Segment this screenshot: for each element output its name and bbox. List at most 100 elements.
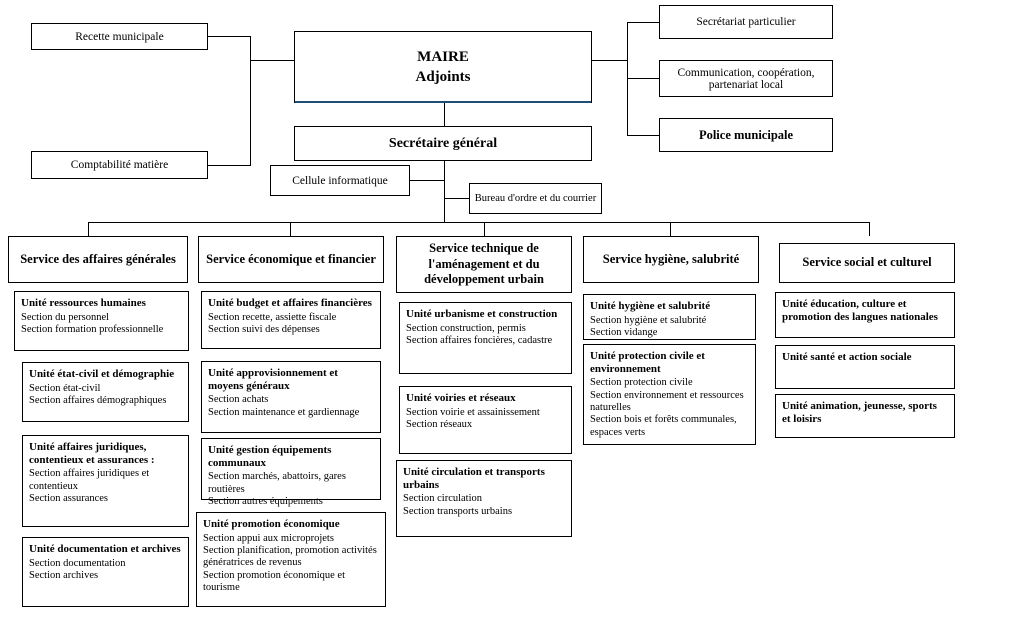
maire-label: MAIRE — [417, 48, 469, 65]
unit-title: Unité voiries et réseaux — [406, 392, 516, 404]
unit-section: Section archives — [29, 570, 99, 582]
unit-title: Unité urbanisme et construction — [406, 308, 558, 320]
unit-voiries-reseaux[interactable]: Unité voiries et réseaux Section voirie … — [399, 386, 572, 454]
unit-promotion-economique[interactable]: Unité promotion économique Section appui… — [196, 512, 386, 607]
unit-hygiene-salubrite[interactable]: Unité hygiène et salubrité Section hygiè… — [583, 294, 756, 340]
unit-section: Section suivi des dépenses — [208, 324, 320, 336]
connector-police — [627, 135, 659, 136]
unit-section: Section achats — [208, 394, 269, 406]
unit-section: Section voirie et assainissement — [406, 406, 540, 418]
unit-protection-civile-environnement[interactable]: Unité protection civile et environnement… — [583, 344, 756, 445]
box-police-municipale[interactable]: Police municipale — [659, 118, 833, 152]
box-secretaire-general[interactable]: Secrétaire général — [294, 126, 592, 161]
unit-animation-jeunesse-sports-loisirs[interactable]: Unité animation, jeunesse, sports et loi… — [775, 394, 955, 438]
unit-title: Unité gestion équipements communaux — [208, 444, 332, 469]
recette-label: Recette municipale — [75, 30, 164, 43]
service-header-economique-financier[interactable]: Service économique et financier — [198, 236, 384, 283]
connector-sg-down — [444, 161, 445, 223]
unit-title: Unité hygiène et salubrité — [590, 300, 711, 312]
box-comptabilite-matiere[interactable]: Comptabilité matière — [31, 151, 208, 179]
box-cellule-informatique[interactable]: Cellule informatique — [270, 165, 410, 196]
unit-sante-action-sociale[interactable]: Unité santé et action sociale — [775, 345, 955, 389]
box-maire[interactable]: MAIRE Adjoints — [294, 31, 592, 103]
connector-service-1 — [88, 222, 89, 236]
unit-ressources-humaines[interactable]: Unité ressources humaines Section du per… — [14, 291, 189, 351]
unit-documentation-archives[interactable]: Unité documentation et archives Section … — [22, 537, 189, 607]
unit-approvisionnement-moyens-generaux[interactable]: Unité approvisionnement et moyens généra… — [201, 361, 381, 433]
unit-section: Section environnement et ressources natu… — [590, 389, 744, 414]
connector-recette — [207, 36, 251, 37]
connector-maire-sg — [444, 103, 445, 126]
unit-title: Unité protection civile et environnement — [590, 350, 705, 375]
unit-section: Section réseaux — [406, 419, 473, 431]
service-header-social-culturel[interactable]: Service social et culturel — [779, 243, 955, 283]
maire-accent-bar — [295, 101, 591, 103]
unit-gestion-equipements-communaux[interactable]: Unité gestion équipements communaux Sect… — [201, 438, 381, 507]
unit-section: Section bois et forêts communales, espac… — [590, 414, 737, 438]
unit-section: Section recette, assiette fiscale — [208, 311, 337, 323]
unit-urbanisme-construction[interactable]: Unité urbanisme et construction Section … — [399, 302, 572, 374]
unit-affaires-juridiques[interactable]: Unité affaires juridiques, contentieux e… — [22, 435, 189, 527]
service-header-technique-amenagement[interactable]: Service technique de l'aménagement et du… — [396, 236, 572, 293]
box-recette-municipale[interactable]: Recette municipale — [31, 23, 208, 50]
unit-title: Unité ressources humaines — [21, 297, 146, 309]
box-communication[interactable]: Communication, coopération, partenariat … — [659, 60, 833, 97]
service-title: Service économique et financier — [206, 251, 376, 266]
communication-label: Communication, coopération, partenariat … — [677, 66, 815, 91]
unit-section: Section marchés, abattoirs, gares routiè… — [208, 471, 346, 495]
unit-section: Section formation professionnelle — [21, 324, 164, 336]
unit-title: Unité budget et affaires financières — [208, 297, 372, 309]
unit-section: Section hygiène et salubrité — [590, 314, 707, 326]
connector-service-2 — [290, 222, 291, 236]
unit-section: Section autres équipements — [208, 496, 323, 508]
unit-section: Section du personnel — [21, 311, 110, 323]
unit-section: Section affaires démographiques — [29, 395, 167, 407]
bureau-label: Bureau d'ordre et du courrier — [474, 193, 597, 204]
unit-section: Section documentation — [29, 557, 126, 569]
comptabilite-label: Comptabilité matière — [70, 159, 169, 171]
unit-section: Section circulation — [403, 493, 483, 505]
unit-section: Section appui aux microprojets — [203, 532, 334, 544]
connector-maire-to-right — [592, 60, 628, 61]
connector-service-4 — [670, 222, 671, 236]
unit-title: Unité animation, jeunesse, sports et loi… — [782, 400, 937, 425]
unit-title: Unité éducation, culture et promotion de… — [782, 298, 938, 323]
adjoints-label: Adjoints — [415, 69, 471, 85]
service-header-hygiene-salubrite[interactable]: Service hygiène, salubrité — [583, 236, 759, 283]
box-secretariat-particulier[interactable]: Secrétariat particulier — [659, 5, 833, 39]
unit-circulation-transports-urbains[interactable]: Unité circulation et transports urbains … — [396, 460, 572, 537]
unit-title: Unité circulation et transports urbains — [403, 466, 545, 491]
secretariat-label: Secrétariat particulier — [696, 16, 796, 28]
unit-etat-civil-demographie[interactable]: Unité état-civil et démographie Section … — [22, 362, 189, 422]
connector-communication — [627, 78, 659, 79]
unit-budget-affaires-financieres[interactable]: Unité budget et affaires financières Sec… — [201, 291, 381, 349]
service-title: Service social et culturel — [802, 255, 932, 270]
unit-section: Section promotion économique et tourisme — [203, 569, 346, 594]
secretaire-general-label: Secrétaire général — [388, 135, 498, 151]
connector-sg-bureau — [444, 198, 469, 199]
unit-title: Unité documentation et archives — [29, 543, 181, 555]
unit-section: Section état-civil — [29, 382, 101, 394]
police-label: Police municipale — [698, 127, 794, 142]
service-title: Service technique de l'aménagement et du… — [424, 241, 544, 287]
connector-comptabilite — [207, 165, 251, 166]
unit-section: Section affaires foncières, cadastre — [406, 335, 553, 347]
unit-section: Section vidange — [590, 327, 658, 339]
box-bureau-ordre-courrier[interactable]: Bureau d'ordre et du courrier — [469, 183, 602, 214]
connector-service-5 — [869, 222, 870, 236]
service-header-affaires-generales[interactable]: Service des affaires générales — [8, 236, 188, 283]
unit-section: Section assurances — [29, 493, 109, 505]
connector-left-to-maire — [250, 60, 294, 61]
connector-service-3 — [484, 222, 485, 236]
service-title: Service des affaires générales — [20, 251, 176, 266]
unit-section: Section planification, promotion activit… — [203, 545, 377, 569]
unit-title: Unité état-civil et démographie — [29, 368, 175, 380]
connector-secretariat — [627, 22, 659, 23]
unit-section: Section transports urbains — [403, 505, 513, 517]
unit-title: Unité promotion économique — [203, 518, 340, 530]
unit-education-culture-langues[interactable]: Unité éducation, culture et promotion de… — [775, 292, 955, 338]
connector-services-bar — [88, 222, 870, 223]
service-title: Service hygiène, salubrité — [602, 251, 740, 266]
connector-right-trunk — [627, 22, 628, 136]
